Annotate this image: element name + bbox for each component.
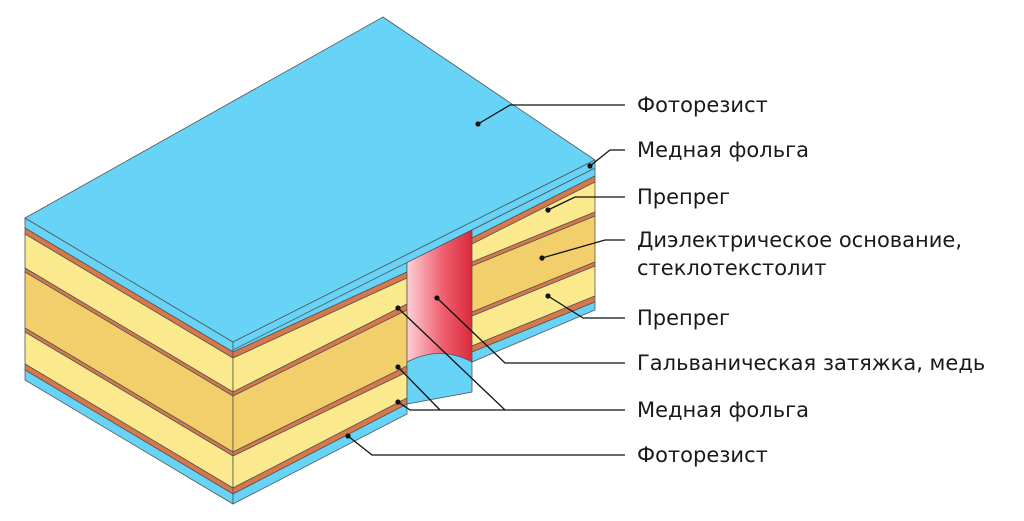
leader-plating bbox=[436, 297, 625, 364]
dot-copper-top bbox=[587, 163, 593, 169]
top-edge-right bbox=[232, 159, 596, 351]
front-face-left-part bbox=[232, 261, 408, 505]
leader-prepreg-top bbox=[547, 196, 625, 211]
leader-copper-inner-b bbox=[397, 366, 441, 411]
label-prepreg-top: Препрег bbox=[637, 185, 731, 209]
leader-photoresist-bottom bbox=[347, 435, 625, 456]
dot-photoresist-bottom bbox=[345, 433, 351, 439]
dot-plating bbox=[434, 295, 440, 301]
leader-copper-top bbox=[589, 149, 625, 167]
left-face bbox=[24, 217, 234, 505]
label-copper-foil-inner: Медная фольга bbox=[637, 398, 809, 422]
label-dielectric-line1: Диэлектрическое основание, bbox=[637, 228, 963, 252]
leader-dielectric bbox=[541, 239, 625, 259]
label-copper-foil-top: Медная фольга bbox=[637, 138, 809, 162]
dot-prepreg-top bbox=[545, 207, 551, 213]
label-dielectric-line2: стеклотекстолит bbox=[637, 256, 827, 280]
leader-dots bbox=[345, 121, 593, 439]
dot-photoresist-top bbox=[475, 121, 481, 127]
right-photoresist-bottom bbox=[471, 301, 596, 363]
leader-prepreg-bottom bbox=[547, 295, 625, 319]
front-face-right-part bbox=[471, 167, 596, 363]
dot-prepreg-bottom bbox=[545, 293, 551, 299]
label-photoresist-bottom: Фоторезист bbox=[637, 443, 768, 467]
leader-photoresist-top bbox=[477, 104, 625, 125]
dot-copper-inner-b bbox=[395, 364, 401, 370]
leader-lines bbox=[347, 104, 625, 456]
dot-copper-inner-a bbox=[395, 305, 401, 311]
dot-dielectric bbox=[539, 255, 545, 261]
label-prepreg-bottom: Препрег bbox=[637, 306, 731, 330]
leader-copper-inner-c bbox=[397, 401, 505, 411]
dot-copper-inner-c bbox=[395, 399, 401, 405]
label-photoresist-top: Фоторезист bbox=[637, 93, 768, 117]
label-plating: Гальваническая затяжка, медь bbox=[637, 351, 986, 375]
